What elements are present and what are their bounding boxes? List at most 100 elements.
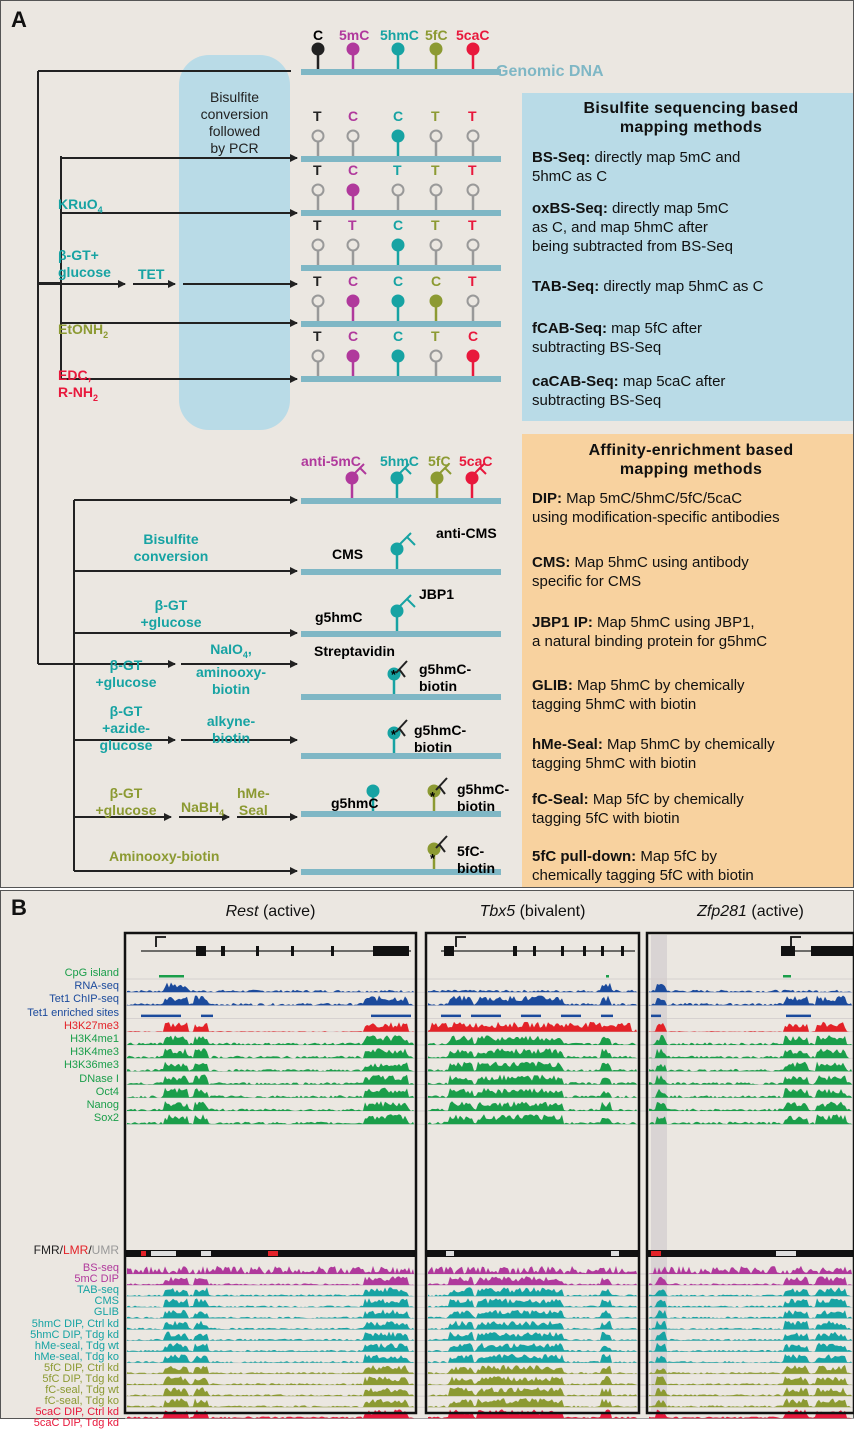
method-name: TAB-Seq: — [532, 278, 600, 295]
etonh2-text: EtONH — [58, 321, 104, 337]
bs-row-4-letter-0: T — [313, 328, 322, 344]
etonh2-sub: 2 — [103, 329, 109, 340]
bs-row-1-letter-3: T — [431, 162, 440, 178]
af-bisulfite-label: Bisulfite conversion — [111, 531, 231, 565]
glib-biotin-line-1: g5hmC- — [419, 661, 472, 677]
cms-pin-head — [390, 542, 404, 556]
af-bgt2-line-1: β-GT — [109, 657, 143, 673]
fmr-segment-6 — [651, 1251, 661, 1256]
bs-row-3-letter-1: C — [348, 273, 359, 289]
bisulfite-conversion-box — [179, 55, 290, 430]
track-label-104: GLIB — [93, 1306, 119, 1319]
track2-2-box-1 — [428, 1287, 637, 1297]
gene-state: (active) — [746, 903, 804, 920]
enriched-site-1-2 — [521, 1014, 541, 1018]
cms-antibody — [398, 532, 416, 546]
track-label-8: DNase I — [79, 1072, 119, 1085]
base-label-c: C — [313, 27, 324, 43]
af-alkyne-line-1: alkyne- — [206, 713, 256, 729]
glib-g5hmc-biotin-label: g5hmC- biotin — [419, 661, 471, 695]
seal-biotin-line-2: biotin — [457, 798, 496, 814]
track-label-113: 5caC DIP, Ctrl kd — [35, 1406, 119, 1419]
track-4-box-0 — [127, 1022, 414, 1032]
panel-a-label: A — [11, 7, 27, 32]
gene-1-exon-2 — [533, 946, 536, 956]
gene-2-tss-arrow — [790, 936, 801, 947]
track-5-box-1 — [428, 1035, 637, 1045]
bgt-glucose-line-2: glucose — [58, 264, 111, 280]
bs-row-4-pin-1-head — [346, 349, 360, 363]
genome-browser-tracks — [123, 931, 854, 1419]
bs-row-4-pin-4-head — [466, 349, 480, 363]
track-label-110: 5fC DIP, Tdg kd — [42, 1373, 119, 1385]
track-label-1: RNA-seq — [74, 980, 119, 993]
star-mark-4: * — [430, 851, 436, 866]
bs-row-0-letter-0: T — [313, 108, 322, 124]
af-row-bar-0 — [301, 498, 501, 504]
gene-1-exon-3 — [561, 946, 564, 956]
base-label-5mc: 5mC — [339, 27, 370, 43]
track2-6-box-0 — [127, 1331, 414, 1341]
track-label-102: TAB-seq — [77, 1284, 119, 1297]
af-alkyne-line-2: biotin — [211, 730, 251, 746]
method-text-2: chemically tagging 5fC with biotin — [532, 867, 754, 884]
affinity-methods-box — [522, 434, 853, 887]
method-text-2: as C, and map 5hmC after — [532, 219, 708, 236]
bs-row-3-pin-2-head — [391, 294, 405, 308]
star-mark-2: * — [391, 727, 397, 742]
bs-row-4-pin-3-head — [429, 349, 443, 363]
af-row-bar-1 — [301, 569, 501, 575]
bs-row-2-pin-3-head — [429, 238, 443, 252]
method-text: map 5fC after — [607, 320, 703, 337]
genomic-base-pin-2-head — [391, 42, 405, 56]
gene-1-exon-6 — [621, 946, 624, 956]
af-nabh4-sub: 4 — [219, 807, 225, 818]
track2-13-box-2 — [649, 1409, 852, 1419]
panel-a: A C 5mC 5hmC 5fC 5caC Genomic DNA Bisulf… — [0, 0, 854, 888]
jbp1-protein — [398, 594, 416, 608]
track-2-box-0 — [127, 995, 414, 1006]
af-hmeseal-label: hMe- Seal — [237, 785, 270, 819]
streptavidin-label: Streptavidin — [314, 643, 395, 659]
bs-row-3-letter-2: C — [393, 273, 404, 289]
bisulfite-methods-header: Bisulfite sequencing based mapping metho… — [532, 99, 850, 137]
edc-line-2-text: R-NH — [58, 384, 93, 400]
bs-row-2-pin-4-head — [466, 238, 480, 252]
alkyne-biotin-mark — [395, 719, 408, 737]
panel-b-label: B — [11, 895, 27, 920]
fc-biotin-line-2: biotin — [457, 860, 496, 876]
seal-g5hmc-pin-head — [366, 784, 380, 798]
af-nabh4-text: NaBH — [181, 799, 220, 815]
track2-3-box-0 — [127, 1298, 414, 1308]
track-label-101: 5mC DIP — [74, 1273, 119, 1286]
method-name: caCAB-Seq: — [532, 373, 619, 390]
track2-13-box-0 — [127, 1409, 414, 1419]
track2-12-box-2 — [649, 1398, 852, 1408]
af-label-5fc: 5fC — [428, 453, 451, 469]
track-8-box-2 — [649, 1074, 852, 1085]
method-text-2: tagging 5hmC with biotin — [532, 755, 697, 772]
gene-title-rest: Rest (active) — [125, 903, 416, 921]
af-bisulfite-line-2: conversion — [133, 548, 209, 564]
dip-antibody-1 — [398, 463, 412, 475]
gene-1-exon-1 — [513, 946, 517, 956]
bgt-glucose-line-1: β-GT+ — [58, 247, 99, 263]
bs-row-0-letter-2: C — [393, 108, 404, 124]
af-row-bar-2 — [301, 631, 501, 637]
bs-row-1-pin-2-head — [391, 183, 405, 197]
gene-0-exon-0 — [196, 946, 206, 956]
dip-pin-1-head — [390, 471, 404, 485]
fmr-text: FMR/ — [33, 1243, 63, 1257]
fmr-segment-7 — [776, 1251, 796, 1256]
bs-row-2-letter-1: T — [348, 217, 357, 233]
bs-row-3-letter-3: C — [431, 273, 442, 289]
af-naio4-text: NaIO — [210, 641, 243, 657]
enriched-site-1-3 — [561, 1014, 581, 1018]
af-naio4-line-1: NaIO4, — [181, 641, 281, 664]
track-11-box-2 — [649, 1114, 852, 1125]
track2-10-box-2 — [649, 1376, 852, 1385]
method-name: oxBS-Seq: — [532, 200, 608, 217]
g5hmc-seal-label: g5hmC — [331, 795, 379, 811]
enriched-site-2-1 — [786, 1014, 811, 1018]
